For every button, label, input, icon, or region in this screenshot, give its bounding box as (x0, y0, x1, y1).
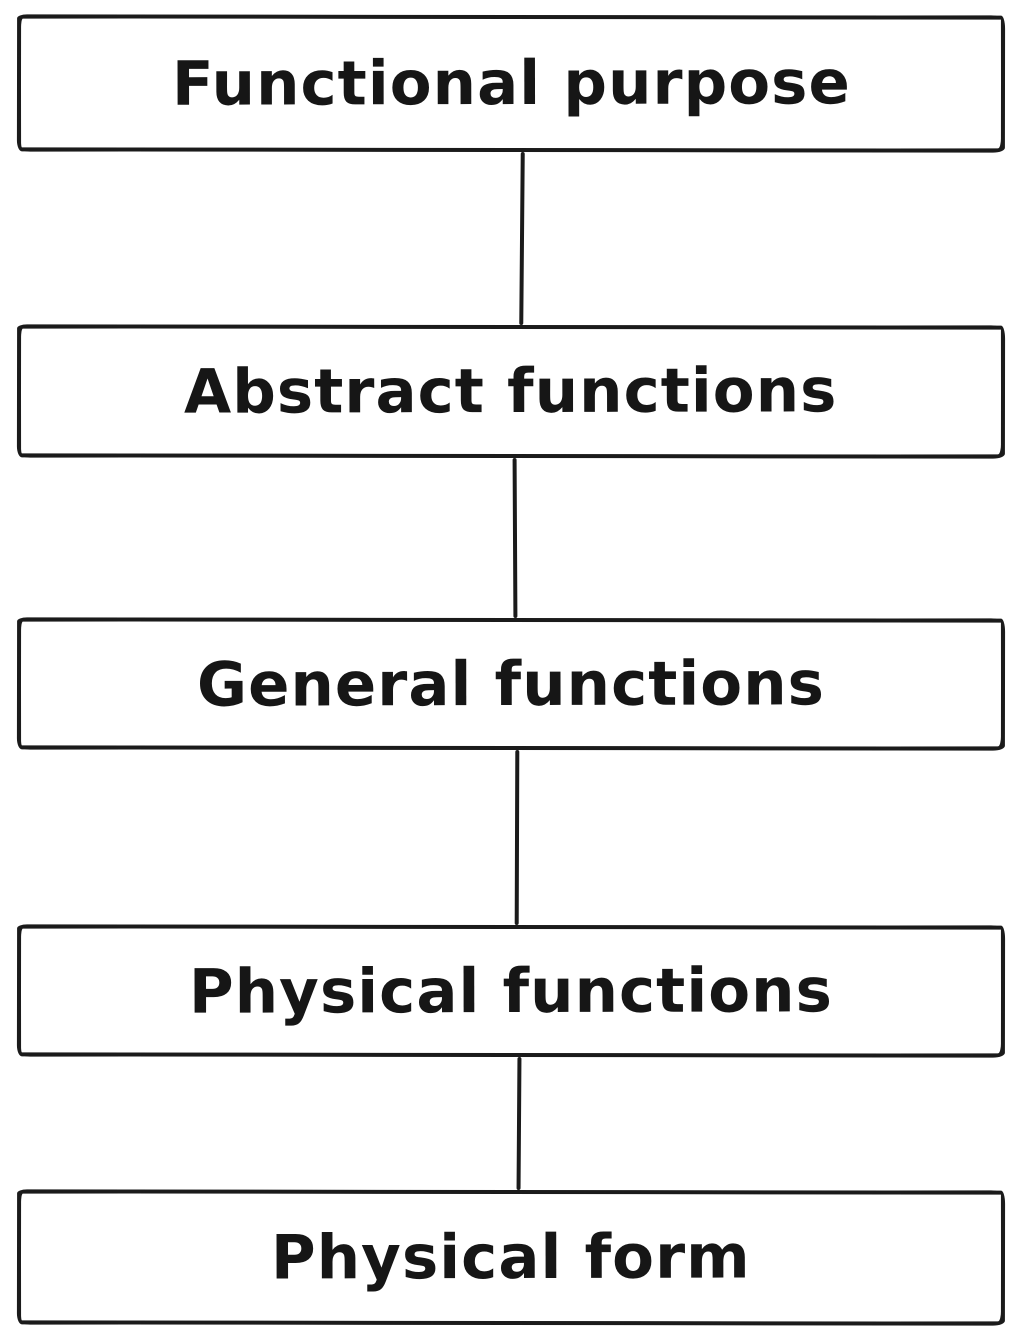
level-label: Physical functions (188, 954, 833, 1028)
level-label: Abstract functions (184, 355, 838, 428)
box-abstract-functions: Abstract functions (16, 324, 1006, 459)
connector-line (514, 749, 520, 926)
level-label: Functional purpose (171, 47, 851, 120)
connector-line (512, 457, 518, 619)
box-general-functions: General functions (16, 617, 1006, 751)
level-label: Physical form (271, 1221, 751, 1294)
box-physical-functions: Physical functions (16, 924, 1006, 1058)
box-physical-form: Physical form (16, 1189, 1006, 1326)
connector-line (516, 1056, 522, 1191)
connector-line (519, 151, 525, 326)
level-label: General functions (196, 647, 826, 721)
box-functional-purpose: Functional purpose (16, 14, 1006, 153)
